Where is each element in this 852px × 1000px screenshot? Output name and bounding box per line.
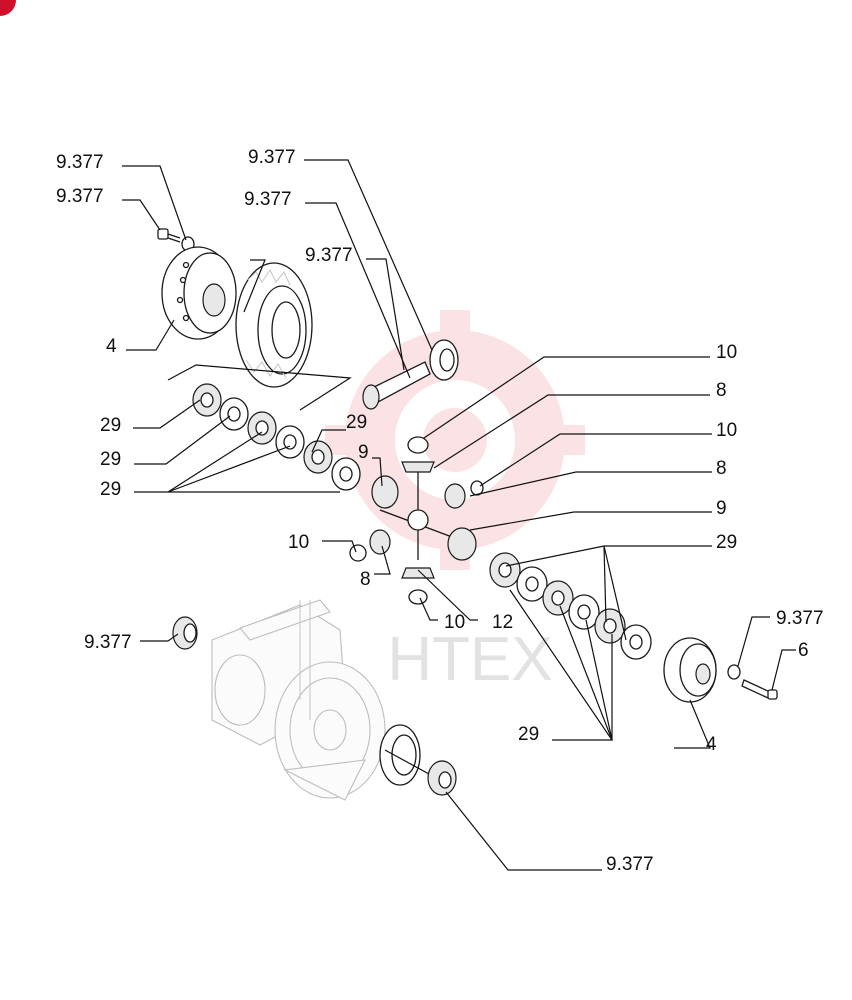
carrier-lower — [379, 724, 441, 786]
callout-thrust-washer-top: 10 — [716, 342, 737, 363]
callout-spider-cross: 12 — [492, 612, 513, 633]
planet-gear-bottom — [401, 567, 435, 605]
bearing-lower — [427, 760, 457, 796]
planet-gear-top — [401, 436, 435, 473]
callout-bolt-right: 6 — [798, 640, 809, 661]
callout-washer-top-left: 9.377 — [56, 186, 104, 207]
ring-gear — [235, 262, 313, 388]
callout-planet-right: 8 — [716, 458, 727, 479]
planet-gear-left-lower — [349, 529, 391, 562]
callout-bearing-left: 9.377 — [84, 632, 132, 653]
side-gear-left — [371, 475, 399, 509]
clutch-disc-stack-right — [489, 552, 652, 660]
side-gear-right — [447, 527, 477, 561]
callout-bearing-lower: 9.377 — [606, 854, 654, 875]
callout-disc-2: 29 — [100, 449, 121, 470]
washer-right — [727, 664, 741, 680]
watermark-text: HTEX — [387, 625, 552, 694]
corner-badge — [0, 0, 16, 16]
callout-disc-right-bottom: 29 — [518, 724, 539, 745]
callout-disc-1: 29 — [100, 415, 121, 436]
callout-disc-right-top: 29 — [716, 532, 737, 553]
pinion-shaft — [362, 361, 431, 410]
callout-thrust-washer-left: 10 — [288, 532, 309, 553]
callout-thrust-washer-bottom: 10 — [444, 612, 465, 633]
differential-case-right — [663, 637, 717, 703]
callout-thrust-washer-right: 10 — [716, 420, 737, 441]
bearing-left — [172, 616, 198, 650]
axle-housing-ghost — [211, 599, 386, 801]
callout-pinion-bearing: 9.377 — [248, 147, 296, 168]
spider-cross — [379, 470, 461, 560]
callout-washer-right: 9.377 — [776, 608, 824, 629]
callout-case-right: 4 — [706, 734, 717, 755]
callout-planet-top: 8 — [716, 380, 727, 401]
callout-side-gear-left: 9 — [358, 442, 369, 463]
leader-lines — [122, 159, 796, 871]
callout-disc-3: 29 — [100, 479, 121, 500]
callout-pinion-shaft: 9.377 — [244, 189, 292, 210]
callout-bolt-top-left: 9.377 — [56, 152, 104, 173]
callout-side-gear-right: 9 — [716, 498, 727, 519]
differential-case-left — [161, 246, 237, 340]
callout-disc-4: 29 — [346, 412, 367, 433]
callout-ring-gear: 9.377 — [305, 245, 353, 266]
callout-planet-left: 8 — [360, 569, 371, 590]
callout-case-left: 4 — [106, 336, 117, 357]
pinion-bearing — [429, 339, 459, 381]
bolt-top-left — [157, 228, 181, 243]
